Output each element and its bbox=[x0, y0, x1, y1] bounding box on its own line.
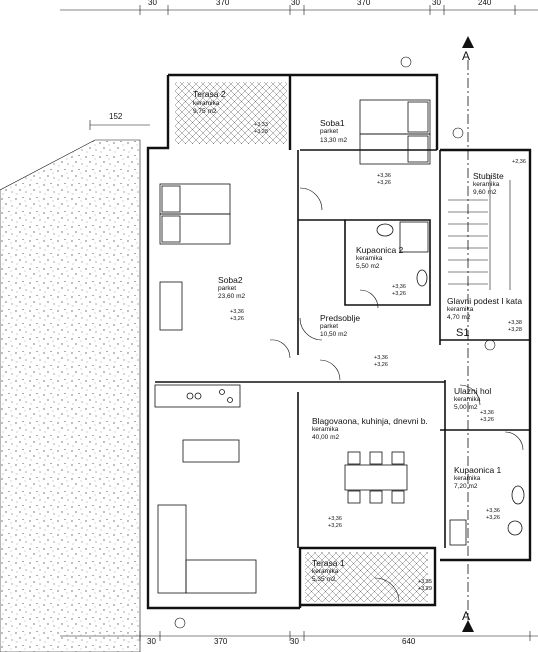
dim-top-5: 30 bbox=[432, 0, 441, 7]
soba1-level-bottom: +3,26 bbox=[377, 180, 391, 186]
kupaonica2-level-bottom: +3,26 bbox=[392, 291, 406, 297]
podest-level-bottom: +3,28 bbox=[508, 327, 522, 333]
terasa1-name: Terasa 1 bbox=[312, 558, 345, 568]
kupaonica1-level-bottom: +3,26 bbox=[486, 515, 500, 521]
soba1-floor: parket bbox=[320, 128, 339, 135]
blagovaona-area: 40,00 m2 bbox=[312, 434, 340, 441]
predsoblje-name: Predsoblje bbox=[320, 313, 361, 323]
soba2-floor: parket bbox=[218, 285, 237, 292]
bathroom2-fixtures bbox=[376, 221, 429, 287]
terasa1-floor: keramika bbox=[312, 568, 339, 575]
section-marker-top: A bbox=[462, 49, 471, 63]
kupaonica2-name: Kupaonica 2 bbox=[356, 245, 404, 255]
stubiste-name: Stubište bbox=[473, 171, 504, 181]
soba1-level-top: +3,36 bbox=[377, 173, 391, 179]
kupaonica1-level-top: +3,36 bbox=[486, 508, 500, 514]
kupaonica1-name: Kupaonica 1 bbox=[454, 465, 502, 475]
beds-soba2 bbox=[159, 183, 231, 245]
ulazni-hol-area: 5,00 m2 bbox=[454, 404, 478, 411]
section-marker-bottom: A bbox=[462, 609, 471, 623]
soba1-name: Soba1 bbox=[320, 118, 345, 128]
soba2-area: 23,60 m2 bbox=[218, 293, 246, 300]
kitchen-counter bbox=[154, 384, 241, 408]
kitchen-island bbox=[182, 439, 240, 463]
left-offset-dimension bbox=[89, 120, 150, 130]
dim-bottom-2: 370 bbox=[214, 637, 228, 646]
ulazni-hol-name: Ulazni hol bbox=[454, 386, 492, 396]
stair-label: S1 bbox=[456, 327, 470, 339]
terasa2-level-bottom: +3,28 bbox=[254, 129, 268, 135]
blagovaona-level-bottom: +3,26 bbox=[328, 523, 342, 529]
dim-top-1: 30 bbox=[148, 0, 157, 7]
terasa2-area: 9,75 m2 bbox=[193, 108, 217, 115]
stubiste-floor: keramika bbox=[473, 181, 500, 188]
section-arrow-top bbox=[462, 36, 474, 48]
terrace2-hatch bbox=[175, 82, 287, 144]
kupaonica2-floor: keramika bbox=[356, 255, 383, 262]
kupaonica2-area: 5,50 m2 bbox=[356, 263, 380, 270]
beds-soba1 bbox=[359, 99, 431, 165]
dim-top-3: 30 bbox=[291, 0, 300, 7]
sofa bbox=[157, 504, 257, 594]
terasa1-level-bottom: +3,29 bbox=[418, 586, 432, 592]
dim-top-2: 370 bbox=[216, 0, 230, 7]
dim-top-6: 240 bbox=[478, 0, 492, 7]
wardrobe-soba2 bbox=[159, 281, 183, 331]
exterior-walls bbox=[146, 73, 532, 610]
ulazni-hol-floor: keramika bbox=[454, 396, 481, 403]
dim-top-4: 370 bbox=[357, 0, 371, 7]
predsoblje-area: 10,50 m2 bbox=[320, 331, 348, 338]
terasa2-level-top: +3,33 bbox=[254, 122, 268, 128]
dim-bottom-4: 640 bbox=[402, 637, 416, 646]
predsoblje-level-bottom: +3,26 bbox=[374, 362, 388, 368]
stubiste-level: +2,36 bbox=[512, 159, 526, 165]
door-swings bbox=[269, 187, 524, 603]
kupaonica1-area: 7,20 m2 bbox=[454, 483, 478, 490]
dining-table bbox=[344, 451, 408, 504]
blagovaona-floor: keramika bbox=[312, 426, 339, 433]
dim-left-offset: 152 bbox=[109, 112, 123, 121]
terasa1-level-top: +3,35 bbox=[418, 579, 432, 585]
soba2-level-bottom: +3,26 bbox=[230, 316, 244, 322]
bathroom1-fixtures bbox=[449, 485, 525, 546]
podest-floor: keramika bbox=[447, 306, 474, 313]
kupaonica2-level-top: +3,36 bbox=[392, 284, 406, 290]
soba1-area: 13,30 m2 bbox=[320, 137, 348, 144]
top-dimension-line bbox=[60, 5, 538, 15]
stubiste-area: 9,60 m2 bbox=[473, 189, 497, 196]
terasa2-floor: keramika bbox=[193, 100, 220, 107]
soba2-name: Soba2 bbox=[218, 275, 243, 285]
dim-bottom-1: 30 bbox=[147, 637, 156, 646]
terasa1-area: 5,35 m2 bbox=[312, 576, 336, 583]
podest-level-top: +3,38 bbox=[508, 320, 522, 326]
section-arrow-bottom bbox=[462, 620, 474, 632]
kupaonica1-floor: keramika bbox=[454, 475, 481, 482]
predsoblje-floor: parket bbox=[320, 323, 339, 330]
podest-area: 4,70 m2 bbox=[447, 314, 471, 321]
dim-bottom-3: 30 bbox=[290, 637, 299, 646]
terasa2-name: Terasa 2 bbox=[193, 89, 226, 99]
podest-name: Glavni podest I kata bbox=[447, 296, 523, 306]
soba2-level-top: +3,36 bbox=[230, 309, 244, 315]
column-markers bbox=[174, 56, 496, 629]
blagovaona-name: Blagovaona, kuhinja, dnevni b. bbox=[312, 416, 428, 426]
ulazni-hol-level-top: +3,36 bbox=[480, 410, 494, 416]
predsoblje-level-top: +3,36 bbox=[374, 355, 388, 361]
blagovaona-level-top: +3,36 bbox=[328, 516, 342, 522]
terrace1-hatch bbox=[305, 552, 428, 602]
ground-hatch-area bbox=[0, 139, 141, 652]
ulazni-hol-level-bottom: +3,26 bbox=[480, 417, 494, 423]
interior-walls bbox=[155, 149, 530, 548]
